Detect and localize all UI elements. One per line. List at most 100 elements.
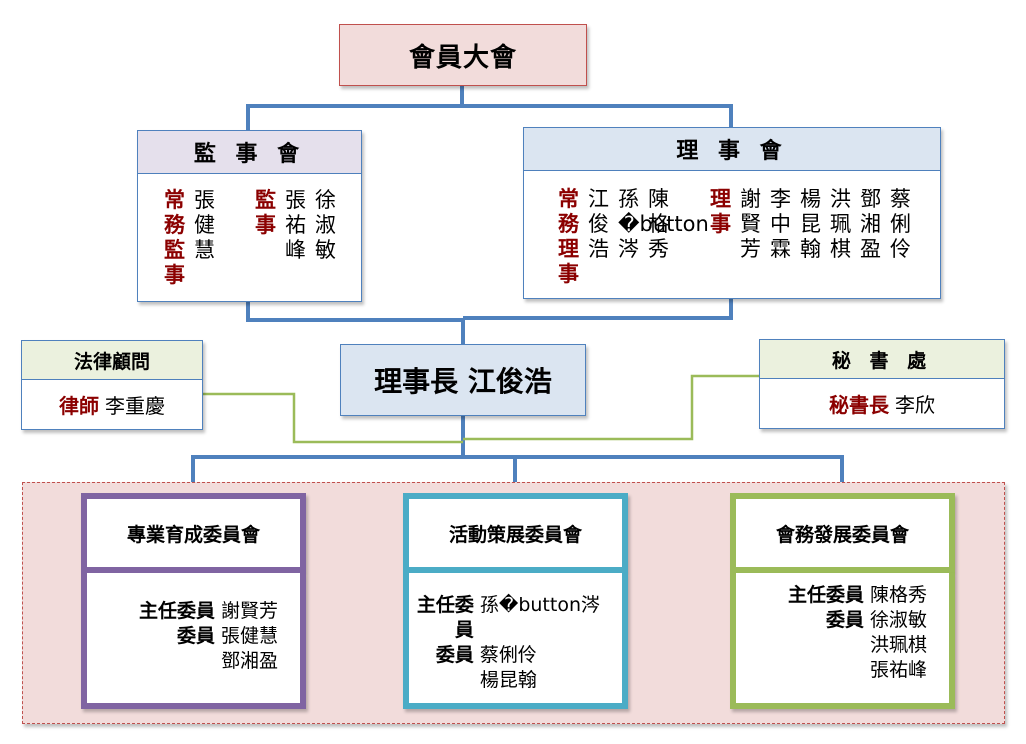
name-char: 珮	[830, 212, 851, 236]
role-char: 監	[255, 188, 276, 212]
legal-advisor-title: 法律顧問	[73, 350, 150, 373]
name-char: 孫	[618, 187, 639, 211]
secretariat-body: 秘書長 李欣	[759, 379, 1005, 429]
member-role	[788, 633, 864, 658]
director-name: 楊 昆 翰	[800, 187, 821, 262]
name-char: 昆	[800, 212, 821, 236]
member-name: 謝賢芳	[220, 600, 278, 622]
chairman-box: 理事長 江俊浩	[340, 344, 586, 416]
member-name: 徐淑敏	[869, 609, 927, 631]
name-char: 謝	[740, 187, 761, 211]
role-char: 務	[164, 213, 185, 237]
standing-director-name: 孫 �button 涔	[618, 187, 709, 262]
member-name: 孫�button涔	[479, 594, 600, 616]
member-role: 主任委員	[416, 594, 474, 641]
role-char: 事	[710, 212, 731, 236]
legal-advisor-name: 李重慶	[105, 394, 165, 418]
name-char: 張	[285, 188, 306, 212]
committee-title: 會務發展委員會	[775, 523, 909, 546]
secretary-general-role: 秘書長	[829, 393, 889, 417]
director-name: 蔡 俐 伶	[890, 187, 911, 262]
committee-professional-header: 專業育成委員會	[81, 493, 306, 573]
name-char: 健	[194, 213, 215, 237]
role-char: 常	[164, 188, 185, 212]
name-char: 李	[770, 187, 791, 211]
supervisor-name: 張 祐 峰	[285, 188, 306, 263]
member-role: 主任委員	[138, 600, 215, 622]
role-char: 常	[558, 187, 579, 211]
connector-supervisors-to-chairman	[246, 302, 465, 344]
committee-development-body: 主任委員 陳格秀 委員 徐淑敏 洪珮棋 張祐峰	[730, 573, 955, 709]
role-char: 理	[710, 187, 731, 211]
name-char: 張	[194, 188, 215, 212]
name-char: 蔡	[890, 187, 911, 211]
member-name: 鄧湘盈	[220, 650, 278, 672]
name-char: 涔	[618, 237, 639, 261]
secretary-general-name: 李欣	[895, 393, 935, 417]
committee-events-body: 主任委員 孫�button涔 委員 蔡俐伶 楊昆翰	[403, 573, 628, 709]
supervisor-role: 監 事	[255, 188, 276, 238]
committee-member-list: 主任委員 孫�button涔 委員 蔡俐伶 楊昆翰	[409, 593, 600, 693]
member-name: 楊昆翰	[479, 669, 537, 691]
name-char: 楊	[800, 187, 821, 211]
legal-advisor-role: 律師	[59, 394, 99, 418]
name-char: 洪	[830, 187, 851, 211]
connector-assembly-to-directors	[462, 104, 733, 127]
name-char: 霖	[770, 237, 791, 261]
name-char: 棋	[830, 237, 851, 261]
name-char: 慧	[194, 238, 215, 262]
name-char: 秀	[648, 237, 669, 261]
director-name: 鄧 湘 盈	[860, 187, 881, 262]
committee-member-list: 主任委員 陳格秀 委員 徐淑敏 洪珮棋 張祐峰	[788, 583, 927, 683]
name-char: 鄧	[860, 187, 881, 211]
connector-assembly-to-boards	[246, 86, 464, 130]
committee-title: 活動策展委員會	[448, 523, 582, 546]
name-char: 敏	[315, 238, 336, 262]
member-name: 張祐峰	[869, 659, 927, 681]
role-char: 事	[558, 262, 579, 286]
supervisors-body: 常 務 監 事 張 健 慧 監 事 張 祐 峰 徐 淑 敏	[137, 174, 362, 302]
role-char: 事	[164, 263, 185, 287]
member-role	[788, 658, 864, 683]
member-role: 委員	[435, 644, 474, 666]
member-name: 陳格秀	[869, 584, 927, 606]
role-char: 理	[558, 237, 579, 261]
member-role: 委員	[176, 625, 215, 647]
name-char: 淑	[315, 213, 336, 237]
committee-professional-body: 主任委員 謝賢芳 委員 張健慧 鄧湘盈	[81, 573, 306, 709]
general-assembly-title: 會員大會	[408, 42, 517, 73]
legal-advisor-body: 律師 李重慶	[21, 380, 203, 430]
director-name: 李 中 霖	[770, 187, 791, 262]
name-char: 盈	[860, 237, 881, 261]
director-role: 理 事	[710, 187, 731, 237]
director-name: 謝 賢 芳	[740, 187, 761, 262]
connector-chairman-to-committees	[191, 416, 465, 493]
member-name: 張健慧	[220, 625, 278, 647]
committee-member-list: 主任委員 謝賢芳 委員 張健慧 鄧湘盈	[139, 599, 278, 674]
name-char: 俊	[588, 212, 609, 236]
connector-secretariat	[463, 374, 759, 441]
member-role: 主任委員	[787, 584, 864, 606]
committee-title: 專業育成委員會	[126, 523, 260, 546]
supervisor-name: 徐 淑 敏	[315, 188, 336, 263]
name-char: 俐	[890, 212, 911, 236]
connector-legal	[203, 392, 463, 444]
member-name: 蔡俐伶	[479, 644, 537, 666]
name-char: 祐	[285, 213, 306, 237]
name-char: 江	[588, 187, 609, 211]
name-char: 翰	[800, 237, 821, 261]
member-role	[139, 649, 215, 674]
member-role: 委員	[825, 609, 864, 631]
role-char: 事	[255, 213, 276, 237]
directors-header: 理 事 會	[523, 127, 941, 171]
role-char: 務	[558, 212, 579, 236]
name-char: 徐	[315, 188, 336, 212]
standing-supervisor-role: 常 務 監 事	[164, 188, 185, 288]
secretariat-title: 秘 書 處	[831, 349, 933, 372]
directors-title: 理 事 會	[676, 139, 788, 164]
legal-advisor-header: 法律顧問	[21, 340, 203, 380]
director-name: 洪 珮 棋	[830, 187, 851, 262]
name-char: 伶	[890, 237, 911, 261]
supervisors-title: 監 事 會	[193, 142, 306, 167]
supervisors-header: 監 事 會	[137, 130, 362, 174]
